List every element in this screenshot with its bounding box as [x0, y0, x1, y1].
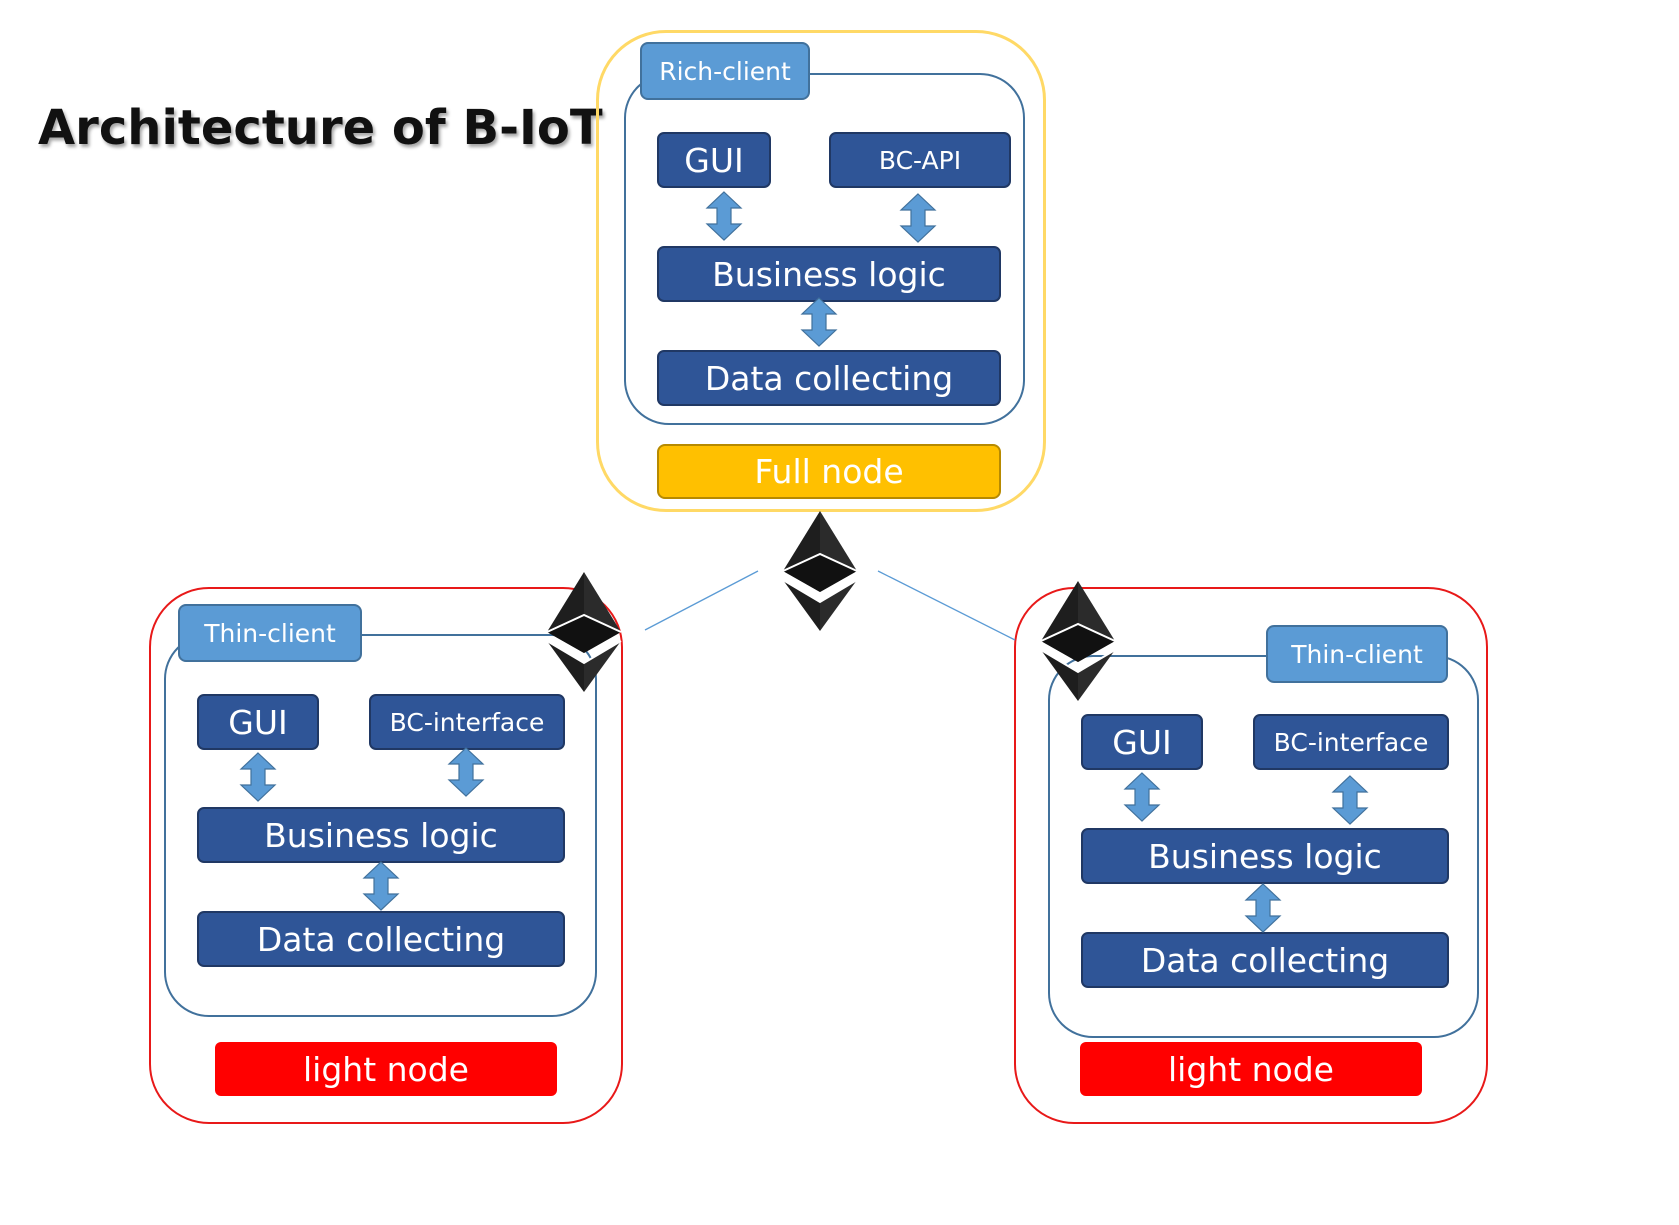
full-bc-api-block: BC-API — [829, 132, 1011, 188]
right-bc-interface-block: BC-interface — [1253, 714, 1449, 770]
rich-client-tab: Rich-client — [640, 42, 810, 100]
right-light-node-label: light node — [1080, 1042, 1422, 1096]
full-business-logic-block: Business logic — [657, 246, 1001, 302]
double-arrow-icon — [1245, 883, 1281, 933]
light-node-right-container — [1014, 587, 1488, 1124]
double-arrow-icon — [1124, 772, 1160, 822]
full-node-label: Full node — [657, 444, 1001, 499]
double-arrow-icon — [801, 297, 837, 347]
right-data-collecting-block: Data collecting — [1081, 932, 1449, 988]
left-gui-block: GUI — [197, 694, 319, 750]
light-node-left-container — [149, 587, 623, 1124]
ethereum-logo-icon — [546, 571, 622, 693]
link-line-right — [877, 570, 1016, 641]
ethereum-logo-icon — [1040, 580, 1116, 702]
full-gui-block: GUI — [657, 132, 771, 188]
right-gui-block: GUI — [1081, 714, 1203, 770]
double-arrow-icon — [240, 752, 276, 802]
full-node-container — [596, 30, 1046, 512]
right-business-logic-block: Business logic — [1081, 828, 1449, 884]
double-arrow-icon — [448, 747, 484, 797]
double-arrow-icon — [363, 861, 399, 911]
full-data-collecting-block: Data collecting — [657, 350, 1001, 406]
right-thin-client-tab: Thin-client — [1266, 625, 1448, 683]
double-arrow-icon — [1332, 775, 1368, 825]
left-light-node-label: light node — [215, 1042, 557, 1096]
double-arrow-icon — [706, 191, 742, 241]
left-thin-client-tab: Thin-client — [178, 604, 362, 662]
diagram-title: Architecture of B-IoT — [38, 100, 603, 156]
left-data-collecting-block: Data collecting — [197, 911, 565, 967]
ethereum-logo-icon — [782, 510, 858, 632]
link-line-left — [644, 570, 759, 631]
double-arrow-icon — [900, 193, 936, 243]
